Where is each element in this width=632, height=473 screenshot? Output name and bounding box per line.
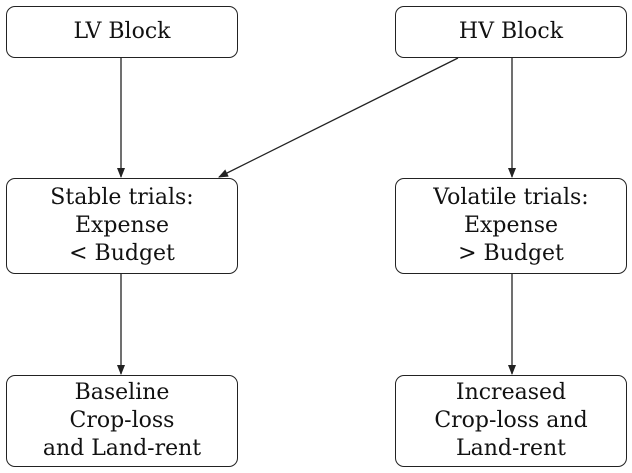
stable-trials-line-3: < Budget bbox=[69, 241, 175, 266]
baseline-line-3: and Land-rent bbox=[42, 436, 202, 461]
baseline-line-1: Baseline bbox=[74, 380, 170, 405]
lv-block-node: LV Block bbox=[6, 6, 238, 58]
increased-line-1: Increased bbox=[455, 380, 567, 405]
stable-trials-line-1: Stable trials: bbox=[50, 185, 194, 210]
stable-trials-node: Stable trials: Expense < Budget bbox=[6, 178, 238, 274]
arrow-hv-to-stable bbox=[218, 57, 459, 178]
volatile-trials-line-2: Expense bbox=[463, 213, 559, 238]
increased-node: Increased Crop-loss and Land-rent bbox=[395, 375, 627, 467]
increased-line-2: Crop-loss and bbox=[434, 408, 588, 433]
volatile-trials-line-1: Volatile trials: bbox=[433, 185, 589, 210]
lv-block-label: LV Block bbox=[73, 19, 171, 44]
volatile-trials-line-3: > Budget bbox=[458, 241, 564, 266]
hv-block-label: HV Block bbox=[458, 19, 564, 44]
increased-line-3: Land-rent bbox=[456, 436, 566, 461]
volatile-trials-node: Volatile trials: Expense > Budget bbox=[395, 178, 627, 274]
baseline-line-2: Crop-loss bbox=[69, 408, 175, 433]
stable-trials-line-2: Expense bbox=[74, 213, 170, 238]
hv-block-node: HV Block bbox=[395, 6, 627, 58]
baseline-node: Baseline Crop-loss and Land-rent bbox=[6, 375, 238, 467]
